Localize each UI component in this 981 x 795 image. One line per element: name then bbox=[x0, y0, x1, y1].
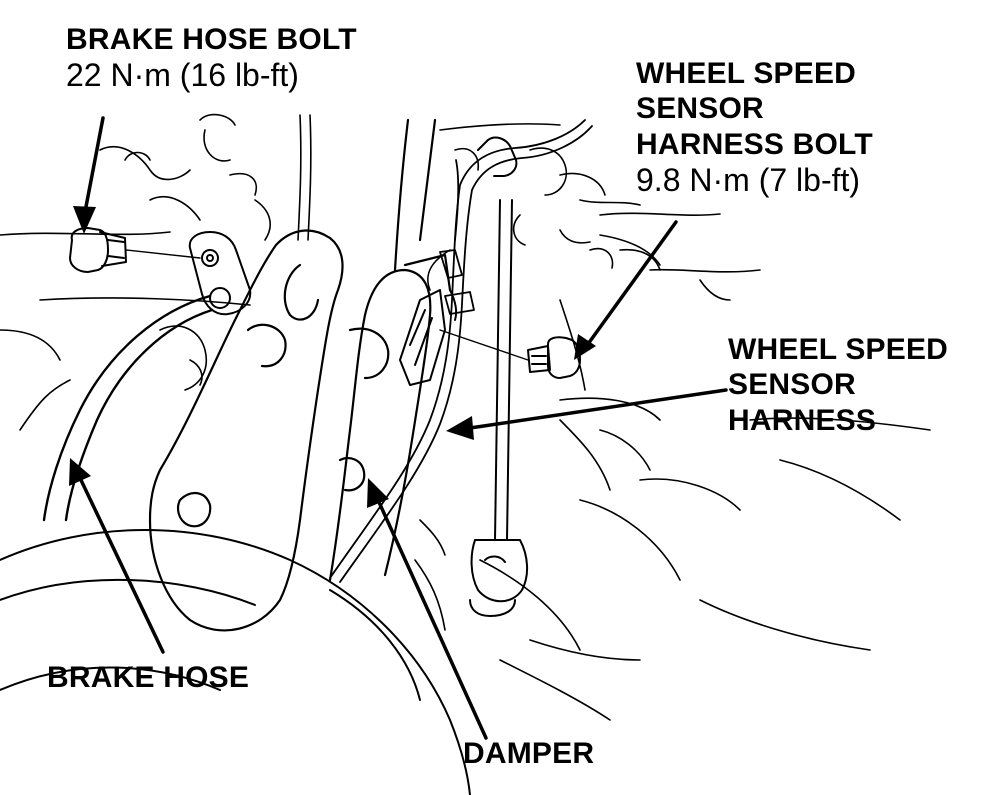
brake-hose-bolt-label: BRAKE HOSE BOLT bbox=[66, 23, 357, 56]
harness-bolt-shape bbox=[439, 329, 581, 379]
brake-hose bbox=[42, 294, 214, 522]
harness-bolt-label-line-2: SENSOR bbox=[636, 92, 764, 126]
harness-label-line-1: WHEEL SPEED bbox=[728, 333, 949, 366]
leader-lines bbox=[69, 116, 728, 740]
damper-body bbox=[328, 118, 452, 582]
harness-bolt-label-line-1: WHEEL SPEED bbox=[636, 57, 857, 90]
damper-label: DAMPER bbox=[463, 737, 595, 770]
wheel-speed-sensor-harness-callout: WHEEL SPEED SENSOR HARNESS bbox=[728, 332, 948, 438]
wheel-speed-sensor-harness-shape bbox=[329, 119, 593, 583]
brake-hose-callout: BRAKE HOSE bbox=[47, 660, 249, 695]
brake-hose-bolt-torque: 22 N·m (16 lb-ft) bbox=[66, 57, 299, 94]
brake-hose-bolt-callout: BRAKE HOSE BOLT 22 N·m (16 lb-ft) bbox=[66, 22, 357, 95]
brake-hose-bolt-shape bbox=[69, 227, 201, 273]
brake-hose-label: BRAKE HOSE bbox=[47, 661, 250, 694]
wheel-speed-sensor-harness-bolt-callout: WHEEL SPEED SENSOR HARNESS BOLT 9.8 N·m … bbox=[636, 56, 873, 200]
brake-hose-bracket bbox=[188, 231, 252, 316]
harness-label-line-2: SENSOR bbox=[728, 368, 856, 402]
harness-bolt-label-line-3: HARNESS BOLT bbox=[636, 127, 873, 161]
stabilizer-link bbox=[469, 199, 528, 617]
harness-bracket bbox=[399, 289, 458, 386]
harness-bolt-torque: 9.8 N·m (7 lb-ft) bbox=[636, 162, 861, 199]
knuckle bbox=[148, 229, 344, 632]
damper-callout: DAMPER bbox=[463, 736, 594, 771]
harness-label-line-3: HARNESS bbox=[728, 403, 877, 437]
